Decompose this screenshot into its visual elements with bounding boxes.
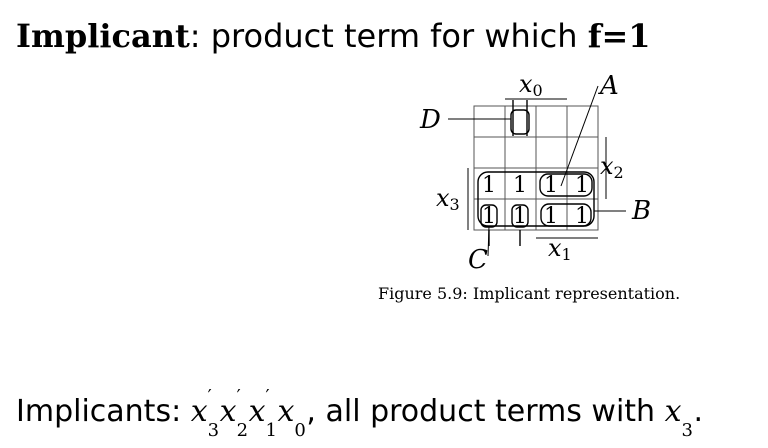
loop-b [477, 171, 595, 227]
variable-bars [467, 98, 607, 239]
label-c: C [468, 245, 488, 275]
cell-r3-c3: 1 [575, 204, 589, 229]
kmap-figure: 1 1 1 1 1 1 1 1 [410, 66, 670, 282]
statement-text: , all product terms with [306, 394, 665, 429]
kmap-labels: x0 x2 x3 x1 A B C D [419, 70, 651, 275]
implicants-prefix: Implicants: [16, 394, 191, 429]
loop-single [511, 204, 529, 228]
kmap-grid [473, 105, 599, 231]
cell-r3-c1: 1 [513, 204, 527, 229]
x1-label: x1 [548, 234, 572, 264]
kmap-cells: 1 1 1 1 1 1 1 1 [482, 173, 589, 229]
kmap-diagram: 1 1 1 1 1 1 1 1 [419, 70, 651, 275]
arrow-c [487, 225, 490, 257]
cell-r3-c0: 1 [482, 204, 496, 229]
cell-r2-c0: 1 [482, 173, 496, 198]
loop-d [510, 109, 530, 135]
arrow-a [560, 85, 599, 187]
figure-caption: Figure 5.9: Implicant representation. [378, 284, 681, 303]
statement-end: . [693, 394, 704, 429]
loop-a [539, 173, 593, 197]
cell-r2-c1: 1 [513, 173, 527, 198]
title-text: : product term for which [189, 17, 588, 55]
implicant-term: Implicant [16, 17, 190, 55]
implicant-loops [477, 100, 595, 246]
x0-label: x0 [519, 70, 543, 100]
slide-title: Implicant: product term for which f=1 [16, 14, 651, 58]
loop-pair [540, 203, 592, 227]
pointer-arrows [448, 85, 626, 257]
x3-label: x3 [436, 184, 460, 214]
label-b: B [631, 196, 651, 226]
condition-text: f=1 [587, 17, 651, 55]
x2-label: x2 [600, 152, 624, 182]
cell-r2-c2: 1 [544, 173, 558, 198]
cell-r2-c3: 1 [575, 173, 589, 198]
label-a: A [598, 71, 619, 101]
cell-r3-c2: 1 [544, 204, 558, 229]
label-d: D [419, 105, 441, 135]
